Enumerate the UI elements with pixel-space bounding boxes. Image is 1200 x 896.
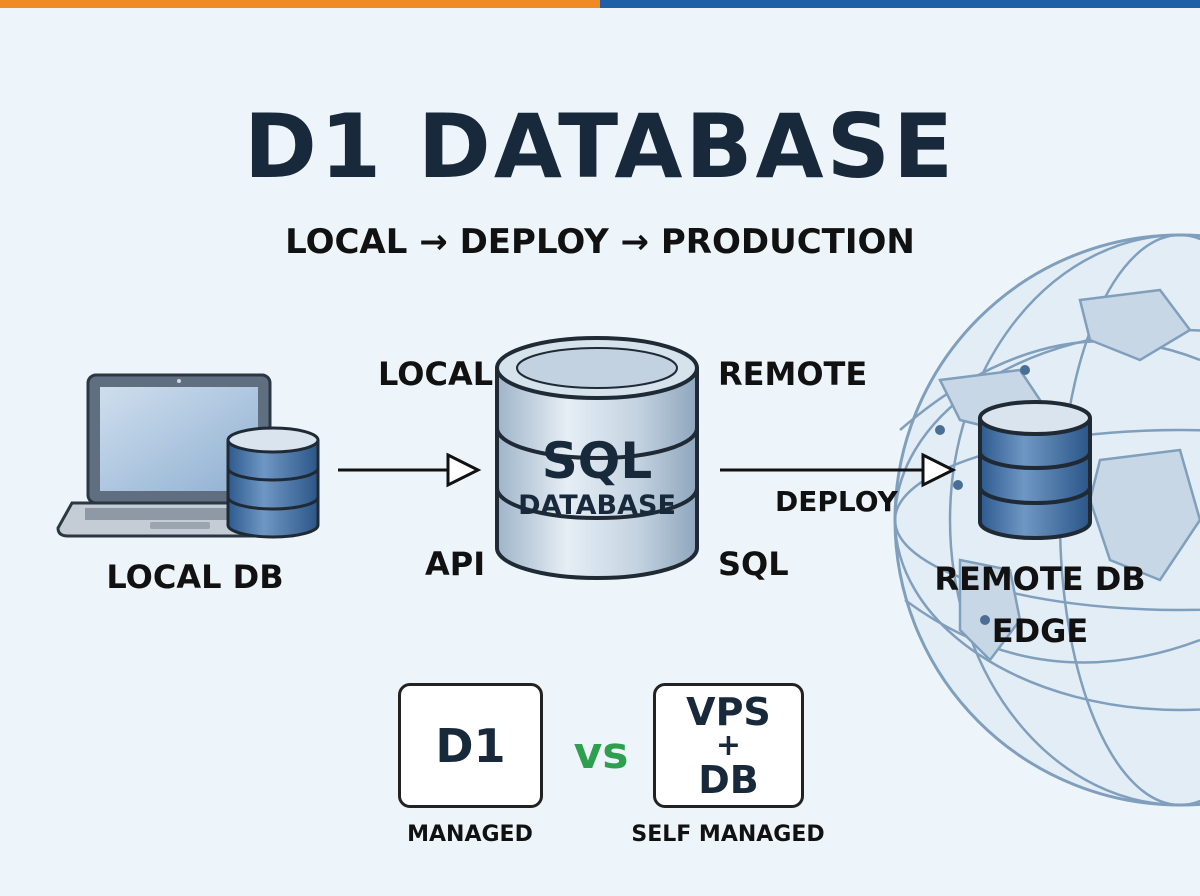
center-db-label-line2: DATABASE bbox=[518, 490, 676, 521]
comparison-vps-line1: VPS bbox=[686, 689, 771, 734]
top-accent-bar-blue bbox=[600, 0, 1200, 8]
edge-label-local: LOCAL bbox=[378, 355, 494, 393]
comparison-d1-text: D1 bbox=[435, 718, 506, 773]
sql-database-cylinder-icon bbox=[495, 336, 699, 580]
comparison-caption-self-managed: SELF MANAGED bbox=[631, 822, 825, 847]
edge-label-remote: REMOTE bbox=[718, 355, 868, 393]
comparison-caption-managed: MANAGED bbox=[407, 822, 533, 847]
comparison-vps-line2: + bbox=[715, 727, 742, 763]
center-db-label-line1: SQL bbox=[541, 432, 653, 490]
local-db-label: LOCAL DB bbox=[106, 558, 284, 596]
edge-label-deploy: DEPLOY bbox=[775, 485, 898, 518]
comparison-vps-line3: DB bbox=[698, 757, 759, 802]
page-title: D1 DATABASE bbox=[243, 95, 957, 198]
page-subtitle: LOCAL → DEPLOY → PRODUCTION bbox=[285, 222, 915, 262]
comparison-box-d1: D1 bbox=[398, 683, 543, 808]
remote-db-label-line2: EDGE bbox=[991, 612, 1089, 650]
edge-label-api: API bbox=[425, 545, 486, 583]
remote-db-cylinder-icon bbox=[978, 400, 1092, 540]
arrow-local-to-center bbox=[338, 452, 482, 488]
comparison-vs-label: vs bbox=[573, 728, 629, 779]
edge-label-sql: SQL bbox=[718, 545, 789, 583]
arrow-center-to-remote bbox=[720, 452, 957, 488]
top-accent-bar-orange bbox=[0, 0, 600, 8]
remote-db-label-line1: REMOTE DB bbox=[934, 560, 1146, 598]
local-db-cylinder-icon bbox=[226, 426, 320, 539]
comparison-box-vps-db: VPS + DB bbox=[653, 683, 804, 808]
